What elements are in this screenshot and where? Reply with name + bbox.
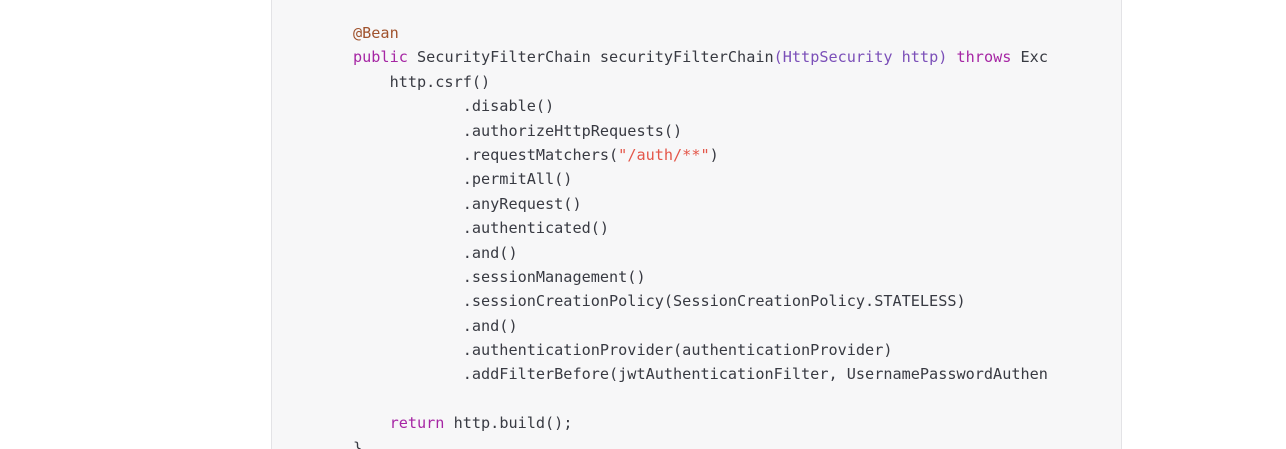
code-token-plain: .authenticationProvider(authenticationPr…	[353, 341, 893, 360]
code-token-plain: SecurityFilterChain securityFilterChain	[407, 48, 774, 67]
code-token-plain: Exc	[1011, 48, 1048, 67]
code-line: .authenticated()	[353, 216, 1048, 240]
code-token-plain: .requestMatchers(	[353, 145, 619, 164]
code-line: ​	[353, 387, 1048, 411]
code-line: public SecurityFilterChain securityFilte…	[353, 45, 1048, 69]
code-token-plain: .authenticated()	[353, 219, 610, 238]
code-line: .sessionManagement()	[353, 265, 1048, 289]
code-line: .sessionCreationPolicy(SessionCreationPo…	[353, 289, 1048, 313]
code-token-plain: .permitAll()	[353, 170, 573, 189]
code-line: http.csrf()	[353, 70, 1048, 94]
code-token-plain	[353, 414, 390, 432]
code-token-string: "/auth/**"	[618, 145, 710, 164]
code-line: .anyRequest()	[353, 192, 1048, 216]
code-line: .disable()	[353, 94, 1048, 118]
code-token-plain: .authorizeHttpRequests()	[353, 121, 683, 140]
code-text: @Bean public SecurityFilterChain security…	[353, 21, 1048, 449]
code-token-plain: .addFilterBefore(jwtAuthenticationFilter…	[353, 365, 1048, 384]
code-token-plain: }	[353, 438, 363, 449]
code-token-plain	[947, 48, 956, 66]
code-token-plain: .disable()	[353, 97, 555, 116]
code-token-plain: )	[709, 145, 719, 164]
code-line: .authenticationProvider(authenticationPr…	[353, 338, 1048, 362]
code-block[interactable]: @Bean public SecurityFilterChain security…	[271, 0, 1122, 449]
code-token-keyword: return	[389, 414, 445, 433]
code-token-plain: http.csrf()	[353, 72, 491, 91]
code-line: .and()	[353, 241, 1048, 265]
code-token-keyword: public	[353, 48, 408, 67]
code-line: .permitAll()	[353, 167, 1048, 191]
code-line: }	[353, 436, 1048, 449]
code-token-plain: .sessionCreationPolicy(SessionCreationPo…	[353, 292, 966, 311]
code-line: .authorizeHttpRequests()	[353, 119, 1048, 143]
code-line: return http.build();	[353, 411, 1048, 435]
code-token-params: (HttpSecurity http)	[773, 48, 948, 67]
code-token-keyword: throws	[956, 48, 1012, 67]
code-line: .requestMatchers("/auth/**")	[353, 143, 1048, 167]
code-token-plain: .and()	[353, 243, 518, 262]
code-token-plain: .sessionManagement()	[353, 267, 646, 286]
code-line: .addFilterBefore(jwtAuthenticationFilter…	[353, 362, 1048, 386]
code-token-annotation: @Bean	[353, 24, 399, 42]
code-line: .and()	[353, 314, 1048, 338]
code-token-plain: http.build();	[444, 414, 573, 433]
code-token-plain: .anyRequest()	[353, 194, 582, 213]
code-line: @Bean	[353, 21, 1048, 45]
code-token-plain: .and()	[353, 316, 518, 335]
